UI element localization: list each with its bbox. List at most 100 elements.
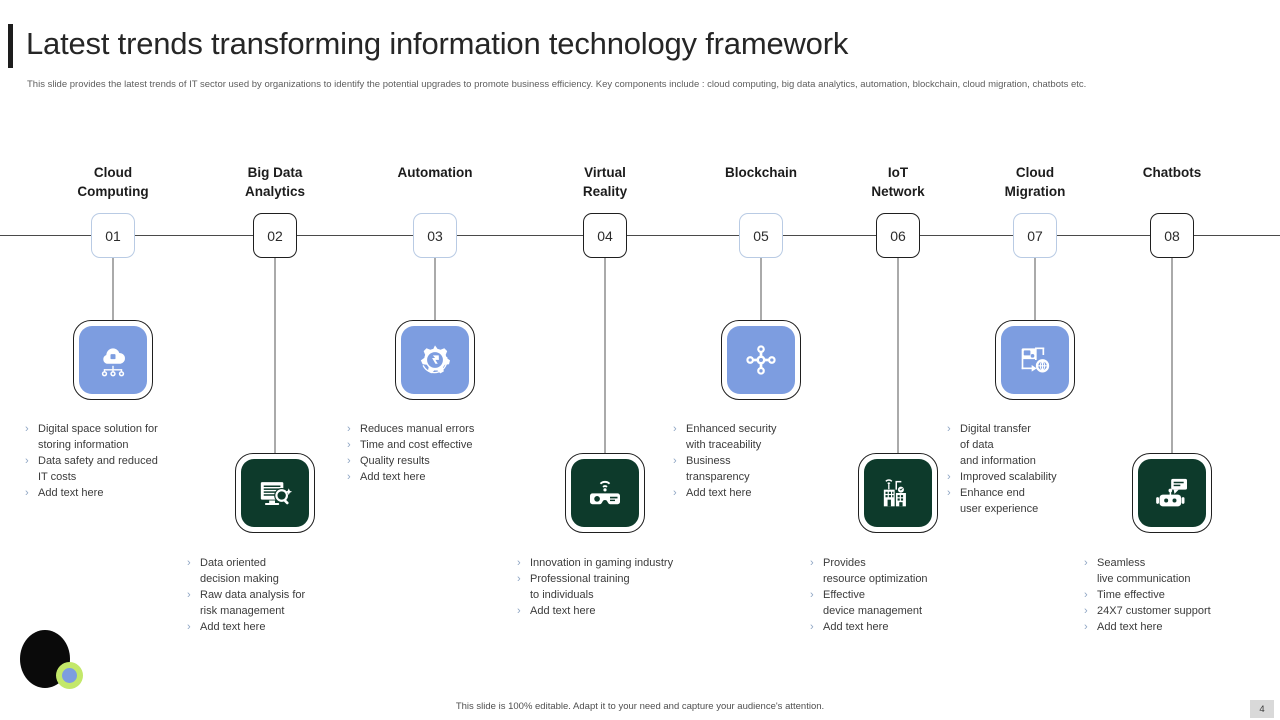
timeline-step-badge[interactable]: 06 (876, 213, 920, 258)
chevron-right-icon: › (25, 487, 29, 499)
icon-tile[interactable] (395, 320, 475, 400)
cloud-lock-network-icon (79, 326, 147, 394)
timeline-step-badge[interactable]: 02 (253, 213, 297, 258)
column-heading: IoT Network (871, 165, 925, 199)
document-search-icon (241, 459, 309, 527)
list-item-text: Raw data analysis for risk management (200, 589, 306, 617)
smart-city-antenna-icon (864, 459, 932, 527)
list-item-text: 24X7 customer support (1097, 605, 1211, 617)
list-item: ›Add text here (1084, 619, 1280, 635)
list-item: ›Time effective (1084, 587, 1280, 603)
list-item: ›Add text here (347, 469, 547, 485)
connector-line (1034, 258, 1036, 320)
icon-tile[interactable] (565, 453, 645, 533)
list-item: ›Data safety and reduced IT costs (25, 453, 225, 485)
column-heading: Blockchain (724, 165, 798, 180)
chevron-right-icon: › (947, 423, 951, 435)
footer-note: This slide is 100% editable. Adapt it to… (455, 701, 825, 712)
list-item: › 24X7 customer support (1084, 603, 1280, 619)
timeline-step-badge[interactable]: 07 (1013, 213, 1057, 258)
list-item-text: Add text here (38, 487, 104, 499)
list-item: ›Add text here (187, 619, 387, 635)
list-item: › Add text here (673, 485, 873, 501)
chevron-right-icon: › (347, 471, 351, 483)
chevron-right-icon: › (810, 589, 814, 601)
bullet-list: › Data oriented decision making › Raw data … (187, 555, 387, 635)
list-item-text: Business transparency (686, 455, 750, 483)
timeline-step-badge[interactable]: 03 (413, 213, 457, 258)
icon-tile[interactable] (1132, 453, 1212, 533)
list-item-text: Add text here (530, 605, 596, 617)
icon-tile[interactable] (721, 320, 801, 400)
list-item: › Business transparency (673, 453, 873, 485)
logo-ring-shape (56, 662, 83, 689)
list-item-text: Add text here (200, 621, 266, 633)
list-item: › Raw data analysis for risk management (187, 587, 387, 619)
page-number-badge: 4 (1250, 700, 1274, 718)
list-item-text: Time effective (1097, 589, 1165, 601)
list-item-text: Add text here (686, 487, 752, 499)
data-migration-icon (1001, 326, 1069, 394)
chevron-right-icon: › (673, 455, 677, 467)
bullet-list: ›Digital transfer of data and informatio… (947, 421, 1147, 517)
connector-line (1171, 258, 1173, 453)
brand-logo (20, 630, 84, 689)
connector-line (274, 258, 276, 453)
chatbot-robot-icon (1138, 459, 1206, 527)
bullet-list: › Innovation in gaming industry › Professio… (517, 555, 717, 619)
column-heading: Big Data Analytics (244, 165, 306, 199)
column-heading: Chatbots (1142, 165, 1202, 180)
list-item: › Professional training to individuals (517, 571, 717, 603)
list-item: ›Improved scalability (947, 469, 1147, 485)
chevron-right-icon: › (947, 487, 951, 499)
list-item-text: Enhance end user experience (960, 487, 1039, 515)
list-item-text: Effective device management (823, 589, 923, 617)
icon-tile[interactable] (73, 320, 153, 400)
node-network-icon (727, 326, 795, 394)
timeline-step-badge[interactable]: 01 (91, 213, 135, 258)
chevron-right-icon: › (1084, 557, 1088, 569)
chevron-right-icon: › (347, 423, 351, 435)
list-item-text: Data oriented decision making (200, 557, 279, 585)
chevron-right-icon: › (810, 621, 814, 633)
title-accent-bar (8, 24, 13, 68)
bullet-list: ›Provides resource optimization›Effectiv… (810, 555, 1010, 635)
column-heading: Cloud Migration (1004, 165, 1066, 199)
chevron-right-icon: › (187, 557, 191, 569)
column-heading: Automation (397, 165, 473, 180)
chevron-right-icon: › (517, 573, 521, 585)
chevron-right-icon: › (1084, 605, 1088, 617)
bullet-list: ›Enhanced security with traceability›Bus… (673, 421, 873, 501)
icon-tile[interactable] (858, 453, 938, 533)
timeline-step-badge[interactable]: 08 (1150, 213, 1194, 258)
bullet-list: ›Seamless live communication›Time effect… (1084, 555, 1280, 635)
chevron-right-icon: › (947, 471, 951, 483)
bullet-list: ›Reduces manual errors›Time and cost eff… (347, 421, 547, 485)
connector-line (760, 258, 762, 320)
chevron-right-icon: › (673, 423, 677, 435)
connector-line (897, 258, 899, 453)
list-item: › Enhance end user experience (947, 485, 1147, 517)
chevron-right-icon: › (25, 455, 29, 467)
timeline-step-badge[interactable]: 05 (739, 213, 783, 258)
chevron-right-icon: › (347, 439, 351, 451)
list-item-text: Innovation in gaming industry (530, 557, 674, 569)
list-item-text: Add text here (1097, 621, 1163, 633)
timeline-step-badge[interactable]: 04 (583, 213, 627, 258)
list-item-text: Reduces manual errors (360, 423, 475, 435)
chevron-right-icon: › (673, 487, 677, 499)
bullet-list: ›Digital space solution for storing info… (25, 421, 225, 501)
chevron-right-icon: › (347, 455, 351, 467)
list-item-text: Provides resource optimization (823, 557, 928, 585)
list-item-text: Professional training to individuals (530, 573, 630, 601)
chevron-right-icon: › (25, 423, 29, 435)
list-item: ›Provides resource optimization (810, 555, 1010, 587)
connector-line (112, 258, 114, 320)
icon-tile[interactable] (235, 453, 315, 533)
chevron-right-icon: › (187, 589, 191, 601)
list-item: ›Digital transfer of data and informatio… (947, 421, 1147, 469)
icon-tile[interactable] (995, 320, 1075, 400)
list-item: ›Add text here (517, 603, 717, 619)
list-item: ›Enhanced security with traceability (673, 421, 873, 453)
